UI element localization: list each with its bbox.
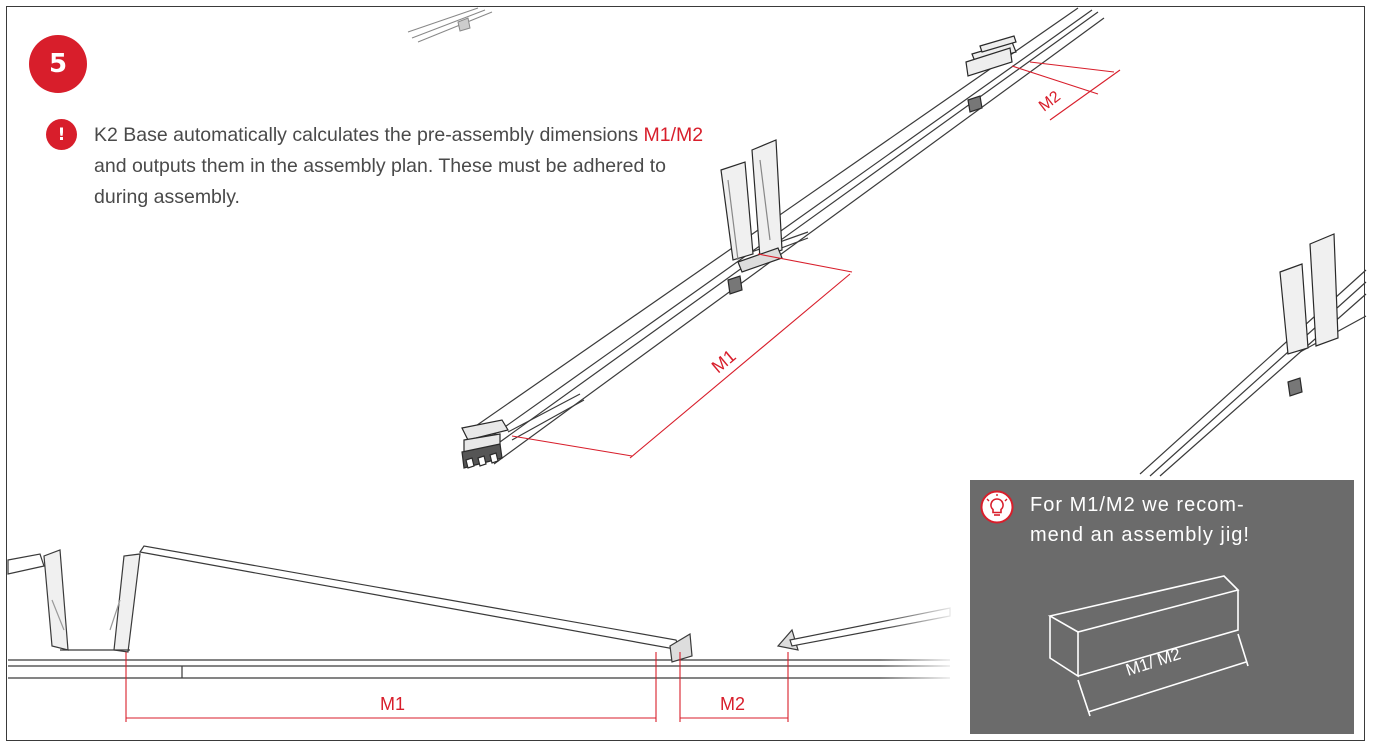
tip-text: For M1/M2 we recom- mend an assembly jig…: [1030, 490, 1340, 550]
lightbulb-icon: [980, 490, 1014, 524]
exclamation-icon: !: [46, 119, 77, 150]
warning-dim-m2: M2: [676, 124, 704, 146]
label-m1-top: M1: [708, 346, 740, 377]
label-m1-side: M1: [380, 694, 405, 714]
module-clamp-top: [965, 35, 1017, 113]
module-clamp-right: [1279, 233, 1339, 397]
side-view-system: [7, 545, 951, 679]
label-m2-top: M2: [1036, 88, 1064, 115]
dimension-side-view: [125, 652, 789, 722]
warning-separator: /: [670, 124, 677, 146]
tip-separator: /: [1099, 494, 1106, 516]
tip-dim-m2: M2: [1105, 494, 1136, 516]
tip-dim-m1: M1: [1069, 494, 1100, 516]
jig-label: M1/ M2: [1123, 644, 1183, 680]
label-m2-side: M2: [720, 694, 745, 714]
rail-fragment-top: [407, 7, 493, 43]
tip-box: For M1/M2 we recom- mend an assembly jig…: [970, 480, 1354, 734]
exclamation-symbol: !: [57, 124, 66, 145]
warning-dim-m1: M1: [643, 124, 671, 146]
tip-line1-suffix: we recom-: [1142, 494, 1245, 516]
mounting-rail-main: [469, 7, 1105, 465]
step-number-badge: 5: [29, 35, 87, 93]
end-clamp-left: [461, 419, 509, 469]
warning-text-part2: and outputs them in the assembly plan. T…: [94, 155, 666, 208]
tip-text-prefix: For: [1030, 494, 1063, 516]
assembly-jig-drawing: M1/ M2: [1047, 575, 1249, 717]
warning-note: K2 Base automatically calculates the pre…: [94, 120, 714, 213]
module-clamp-middle: [720, 139, 783, 295]
dimension-m1-top: [511, 253, 853, 459]
dimension-m2-top: [1011, 61, 1121, 121]
warning-text-part1: K2 Base automatically calculates the pre…: [94, 124, 639, 146]
tip-line2: mend an assembly jig!: [1030, 524, 1250, 546]
figure-frame: [6, 6, 1365, 741]
